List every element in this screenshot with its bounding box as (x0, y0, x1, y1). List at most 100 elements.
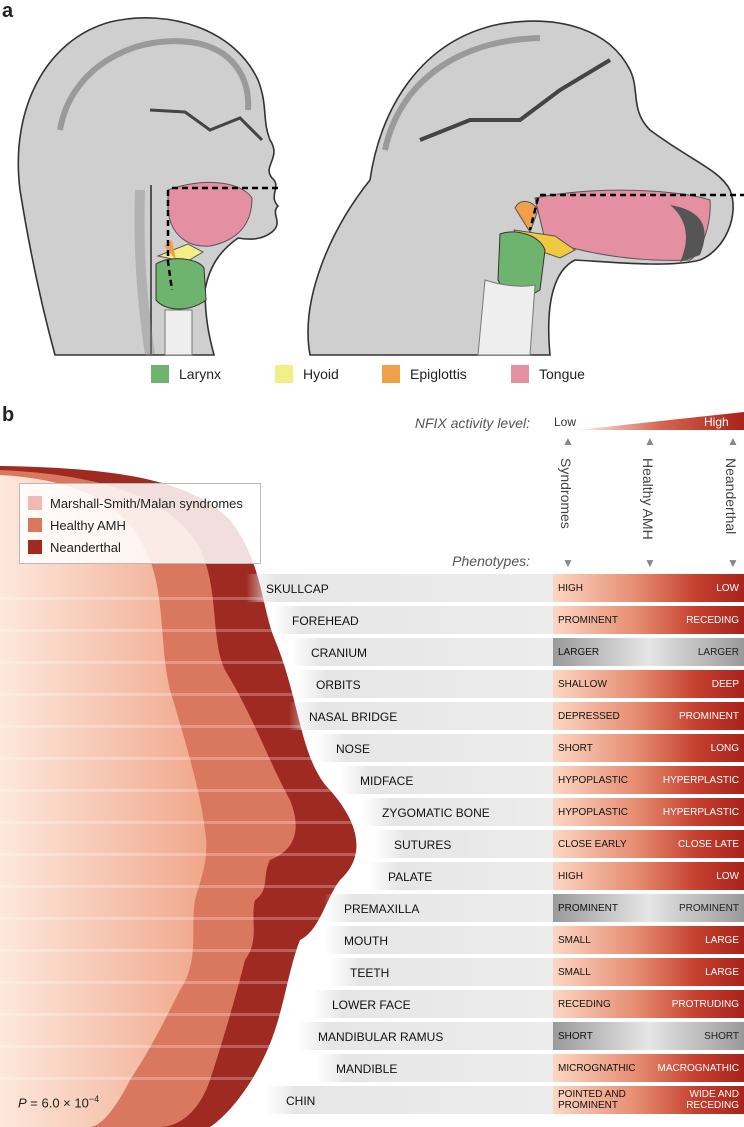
phenotype-low-value: SHORT (558, 1031, 593, 1042)
phenotypes-label: Phenotypes: (452, 553, 530, 569)
phenotype-low-value: MICROGNATHIC (558, 1063, 636, 1074)
trait-name: NOSE (336, 742, 371, 756)
epiglottis-swatch (382, 365, 400, 383)
down-arrow-icon: ▼ (644, 556, 656, 570)
phenotype-high-value: LONG (710, 743, 739, 754)
nfix-activity-wedge (577, 412, 744, 430)
hyoid-swatch (275, 365, 293, 383)
trait-row-mandible: MANDIBLE MICROGNATHIC MACROGNATHIC (0, 1054, 744, 1082)
trait-phenotype-bar: SMALL LARGE (553, 926, 744, 954)
phenotype-high-value: LARGER (697, 647, 739, 658)
phenotype-high-value: CLOSE LATE (678, 839, 739, 850)
trait-name: FOREHEAD (292, 614, 359, 628)
trait-name: MANDIBLE (336, 1062, 398, 1076)
phenotype-high-value: HYPERPLASTIC (662, 775, 739, 786)
trait-name: MOUTH (344, 934, 388, 948)
legend-item-neanderthal: Neanderthal (28, 538, 121, 556)
trait-row-cranium: CRANIUM LARGER LARGER (0, 638, 744, 666)
chimpanzee-head-illustration (307, 20, 744, 356)
trait-label-strip (266, 1086, 553, 1114)
trait-name: TEETH (350, 966, 390, 980)
legend-label: Epiglottis (410, 366, 467, 382)
trait-label-strip (289, 702, 553, 730)
panel-b-letter: b (2, 404, 15, 426)
panel-a-letter: a (2, 0, 14, 22)
legend-label: Tongue (539, 366, 585, 382)
vocal-anatomy-illustration (17, 17, 744, 356)
phenotype-high-value: SHORT (704, 1031, 739, 1042)
phenotype-high-value: WIDE AND RECEDING (686, 1089, 739, 1111)
phenotype-high-value: PROMINENT (679, 903, 739, 914)
trait-phenotype-bar: SMALL LARGE (553, 958, 744, 986)
legend-item-syndromes: Marshall-Smith/Malan syndromes (28, 494, 243, 512)
phenotype-low-value: HYPOPLASTIC (558, 807, 629, 818)
phenotype-high-value: MACROGNATHIC (657, 1063, 739, 1074)
trait-phenotype-bar: SHORT SHORT (553, 1022, 744, 1050)
trait-phenotype-bar: HYPOPLASTIC HYPERPLASTIC (553, 798, 744, 826)
legend-item-healthy-amh: Healthy AMH (28, 516, 126, 534)
phenotype-low-value: SMALL (558, 967, 591, 978)
trait-name: NASAL BRIDGE (309, 710, 398, 724)
trait-label-strip (374, 830, 553, 858)
phenotype-low-value: HYPOPLASTIC (558, 775, 629, 786)
trait-row-forehead: FOREHEAD PROMINENT RECEDING (0, 606, 744, 634)
phenotype-low-value: SMALL (558, 935, 591, 946)
trait-name: CRANIUM (311, 646, 367, 660)
trait-label-strip (296, 670, 553, 698)
trait-label-strip (316, 734, 553, 762)
trait-label-strip (316, 1054, 553, 1082)
column-header-healthy-amh: Healthy AMH (638, 458, 660, 548)
high-activity-label: High (704, 415, 729, 429)
up-arrow-icon: ▲ (562, 434, 574, 448)
phenotype-high-value: LARGE (705, 935, 739, 946)
trait-name: CHIN (286, 1094, 316, 1108)
p-value-exponent: −4 (88, 1094, 100, 1104)
trait-name: SKULLCAP (266, 582, 329, 596)
trait-phenotype-bar: LARGER LARGER (553, 638, 744, 666)
column-header-label: Syndromes (558, 458, 574, 529)
trait-label-strip (272, 606, 553, 634)
up-arrow-icon: ▲ (644, 434, 656, 448)
trait-name: SUTURES (394, 838, 452, 852)
trait-name: PREMAXILLA (344, 902, 420, 916)
phenotype-low-value: SHALLOW (558, 679, 607, 690)
trait-row-teeth: TEETH SMALL LARGE (0, 958, 744, 986)
legend-label: Larynx (179, 366, 222, 382)
tongue-swatch (511, 365, 529, 383)
phenotype-high-value: LOW (716, 583, 739, 594)
trait-phenotype-bar: PROMINENT PROMINENT (553, 894, 744, 922)
legend-label: Neanderthal (50, 539, 121, 555)
phenotype-low-value: LARGER (558, 647, 600, 658)
trait-name: ZYGOMATIC BONE (382, 806, 490, 820)
trait-label-strip (362, 798, 553, 826)
phenotype-low-value: RECEDING (558, 999, 611, 1010)
nfix-activity-label: NFIX activity level: (414, 415, 530, 431)
phenotype-low-value: PROMINENT (558, 615, 618, 626)
phenotype-high-value: HYPERPLASTIC (662, 807, 739, 818)
phenotype-high-value: LARGE (705, 967, 739, 978)
trait-label-strip (312, 990, 553, 1018)
legend-item-hyoid: Hyoid (275, 362, 339, 386)
trait-label-strip (246, 574, 553, 602)
phenotype-low-value: PROMINENT (558, 903, 618, 914)
trait-name: LOWER FACE (332, 998, 411, 1012)
p-value: P = 6.0 × 10−4 (18, 1094, 99, 1110)
phenotype-high-value: RECEDING (686, 615, 739, 626)
down-arrow-icon: ▼ (562, 556, 574, 570)
trait-label-strip (324, 894, 553, 922)
legend-item-larynx: Larynx (151, 362, 221, 386)
